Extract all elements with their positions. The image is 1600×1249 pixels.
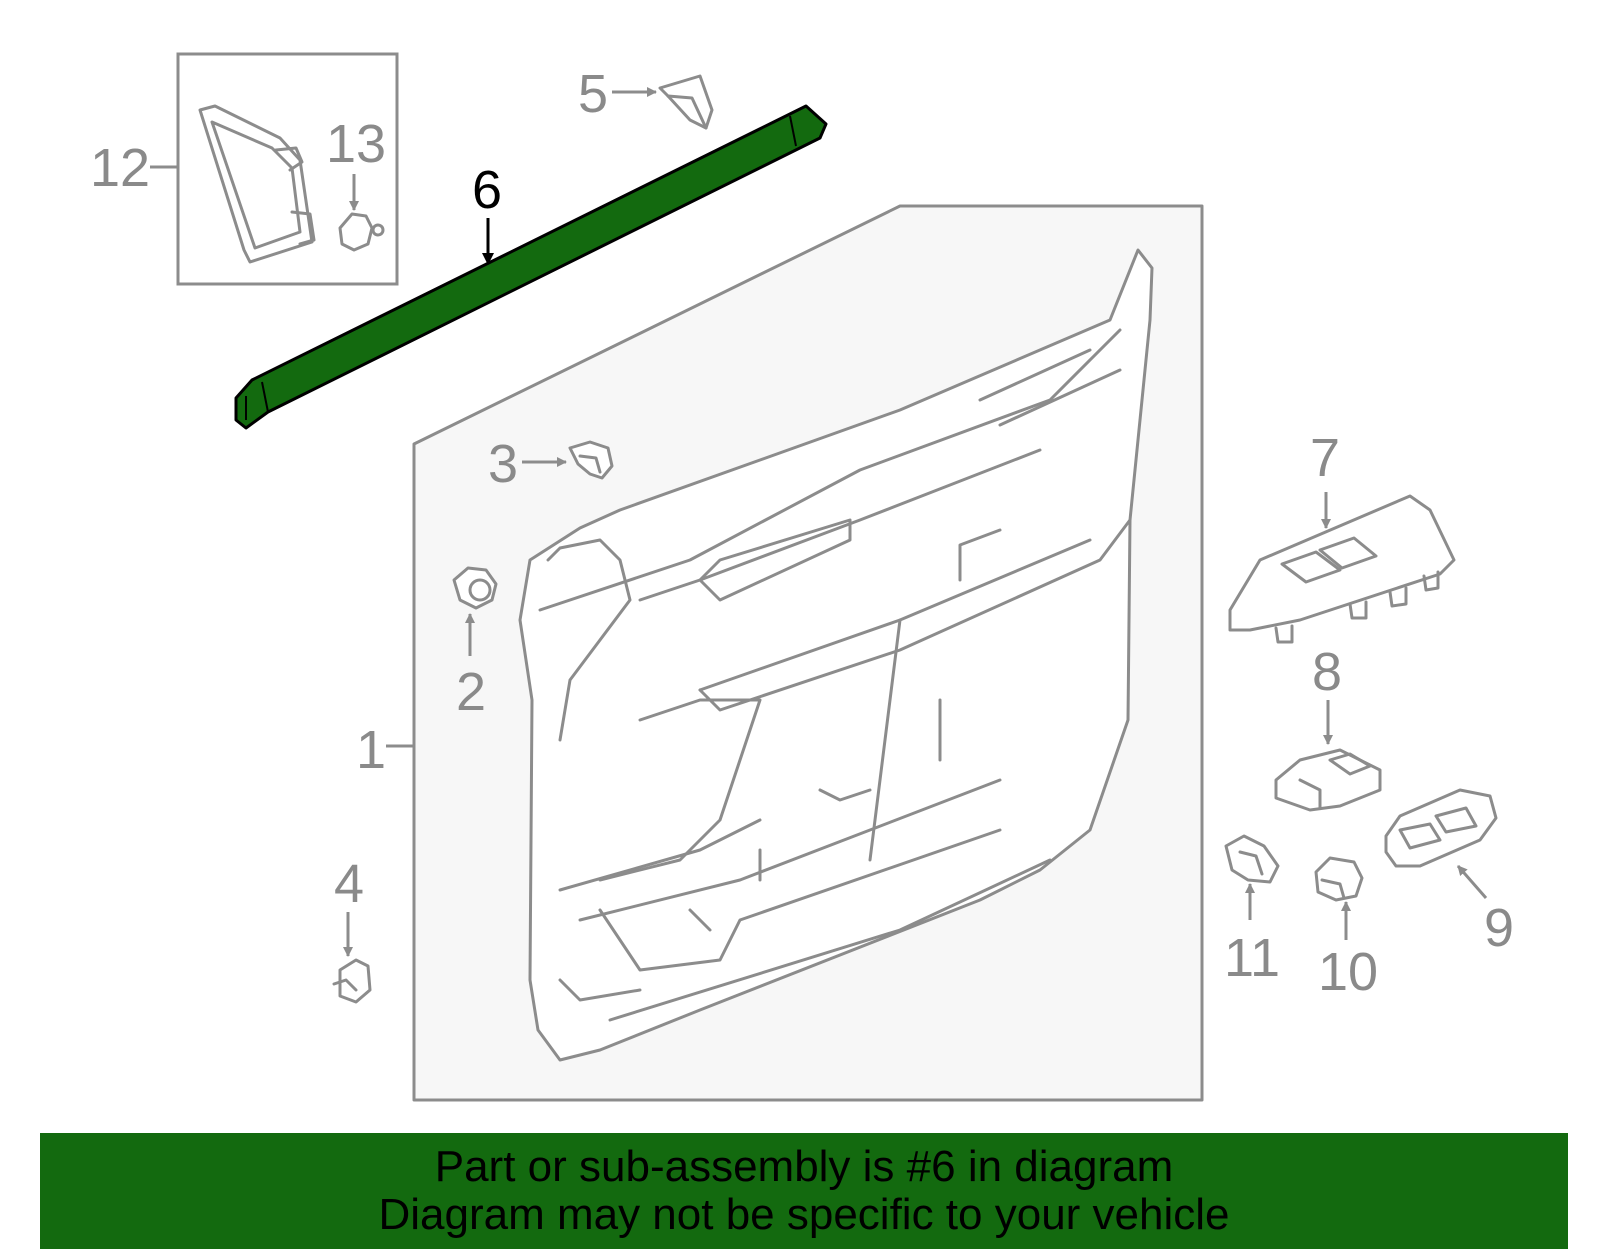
callout-4: 4 (334, 854, 364, 914)
part-6-belt-molding[interactable] (234, 104, 828, 430)
part-4-clip[interactable] (332, 958, 372, 1004)
banner-line-2: Diagram may not be specific to your vehi… (378, 1190, 1230, 1239)
part-11-switch[interactable] (1224, 834, 1280, 884)
inset-box-12 (176, 52, 399, 286)
callout-11: 11 (1224, 928, 1280, 988)
part-1-door-trim[interactable] (518, 248, 1154, 1062)
part-10-switch[interactable] (1314, 856, 1364, 902)
info-banner: Part or sub-assembly is #6 in diagram Di… (40, 1133, 1568, 1249)
callout-8: 8 (1312, 642, 1342, 702)
callout-9: 9 (1484, 898, 1514, 958)
callout-13: 13 (326, 114, 386, 174)
part-12-quarter-glass[interactable] (198, 104, 316, 264)
part-2-fastener[interactable] (452, 566, 498, 610)
callout-12: 12 (90, 138, 150, 198)
part-5-bracket[interactable] (658, 74, 714, 130)
part-3-clip[interactable] (568, 440, 614, 480)
callout-10: 10 (1318, 942, 1378, 1002)
callout-3: 3 (488, 434, 518, 494)
callout-7: 7 (1310, 428, 1340, 488)
part-7-switch-panel[interactable] (1228, 494, 1456, 644)
part-13-clip[interactable] (338, 212, 385, 252)
callout-2: 2 (456, 662, 486, 722)
banner-line-1: Part or sub-assembly is #6 in diagram (434, 1142, 1174, 1191)
callout-6: 6 (472, 160, 502, 220)
part-8-switch[interactable] (1274, 748, 1382, 812)
callout-5: 5 (578, 64, 608, 124)
part-9-master-switch[interactable] (1384, 788, 1498, 868)
callout-1: 1 (356, 720, 386, 780)
